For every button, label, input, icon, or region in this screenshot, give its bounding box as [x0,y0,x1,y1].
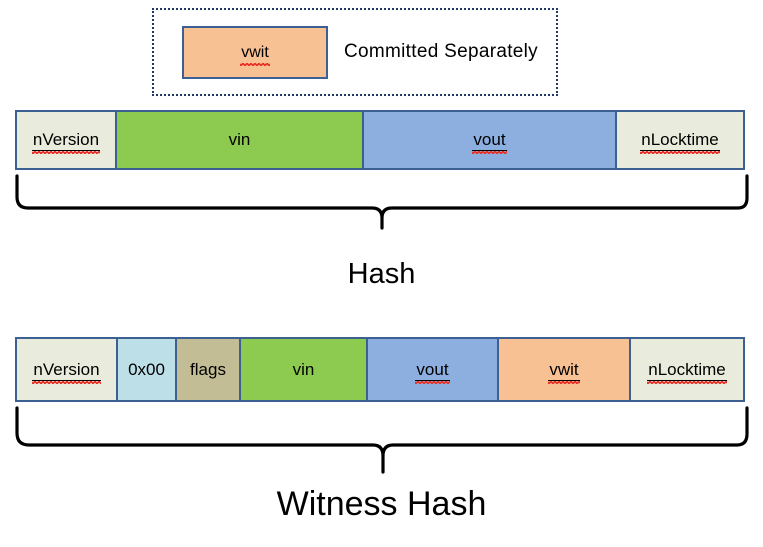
witness-segment-nversion-label: nVersion [32,359,101,384]
witness-serialization-bar: nVersion 0x00 flags vin vout vwit nLockt… [15,337,745,402]
committed-separately-group: vwit Committed Separately [152,8,558,96]
hash-caption: Hash [347,258,416,290]
witness-segment-nlocktime: nLocktime [631,339,743,400]
witness-segment-marker: 0x00 [118,339,177,400]
tx-segment-vout: vout [364,112,617,168]
hash-brace-icon [15,174,749,230]
witness-segment-vwit-label: vwit [548,359,580,384]
vwit-standalone-label: vwit [240,43,270,66]
witness-segment-vwit: vwit [499,339,631,400]
tx-segment-nversion: nVersion [17,112,117,168]
witness-hash-caption: Witness Hash [276,485,487,523]
witness-segment-flags: flags [177,339,241,400]
witness-segment-nlocktime-label: nLocktime [647,359,728,384]
witness-segment-vin: vin [241,339,368,400]
tx-segment-vout-label: vout [472,130,507,154]
committed-separately-note: Committed Separately [344,41,538,62]
transaction-serialization-bar: nVersion vin vout nLocktime [15,110,745,170]
tx-segment-vin-label: vin [228,130,251,149]
witness-segment-vout: vout [368,339,499,400]
tx-segment-vin: vin [117,112,364,168]
witness-segment-flags-label: flags [190,359,226,379]
witness-segment-nversion: nVersion [17,339,118,400]
vwit-standalone-box: vwit [182,26,328,79]
witness-segment-vin-label: vin [292,359,315,379]
tx-segment-nlocktime-label: nLocktime [640,130,721,154]
witness-segment-marker-label: 0x00 [128,359,165,379]
tx-segment-nlocktime: nLocktime [617,112,743,168]
tx-segment-nversion-label: nVersion [31,130,101,154]
witness-hash-brace-icon [15,406,749,474]
witness-segment-vout-label: vout [415,359,450,384]
